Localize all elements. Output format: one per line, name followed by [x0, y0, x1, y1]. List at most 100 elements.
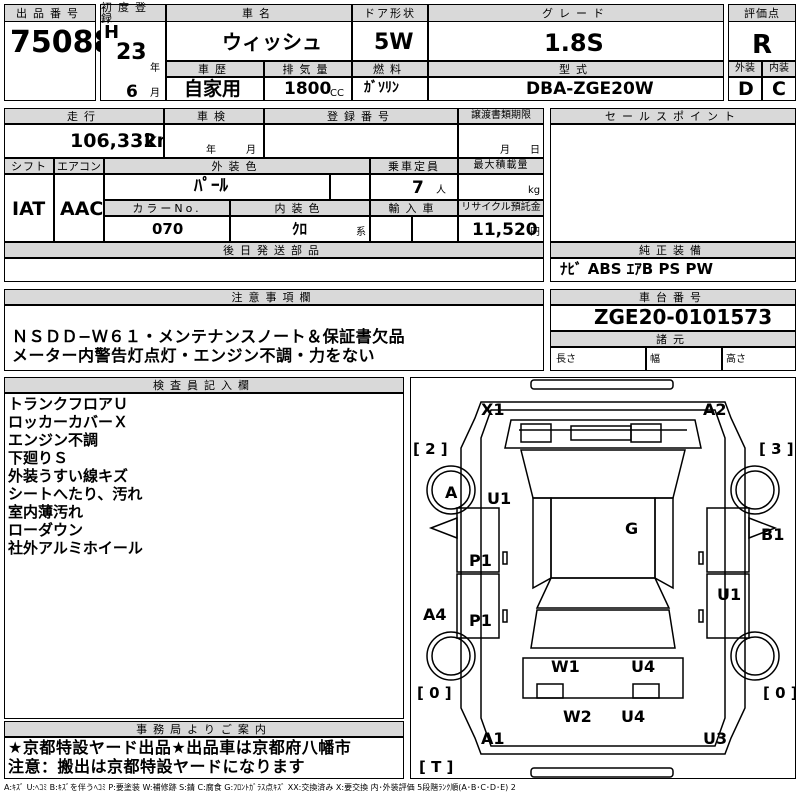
intcolor-cell [230, 216, 370, 242]
capacity-unit: 人 [436, 185, 446, 196]
interior-color: ｸﾛ [292, 220, 308, 238]
first-reg-label: 初度登録 [100, 2, 166, 24]
sales-cell [550, 124, 796, 242]
wheel-icons [426, 465, 780, 681]
mark-u4: U4 [621, 707, 645, 726]
transfer-label: 譲渡書類期限 [458, 108, 544, 124]
int-label: 内装 [762, 61, 796, 77]
mark-u4: U4 [631, 657, 655, 676]
later-parts-label: 後日発送部品 [4, 242, 544, 258]
transfer-month-unit: 月 [500, 145, 510, 156]
door-label: ドア形状 [352, 4, 428, 22]
history-label: 車歴 [166, 61, 264, 77]
import-label: 輸入車 [370, 200, 458, 216]
inspector-item: シートへたり、汚れ [8, 485, 143, 503]
inspect-cell [164, 124, 264, 158]
wid-label: 幅 [650, 354, 660, 365]
office-line-2: 注意：搬出は京都特設ヤードになります [8, 757, 306, 776]
mark-p1: P1 [469, 551, 492, 570]
wid-cell [646, 347, 722, 371]
len-label: 長さ [556, 354, 576, 365]
car-diagram-box: X1 A2 [ 2 ] [ 3 ] A U1 G B1 P1 P1 U1 A4 … [410, 377, 796, 779]
mark-bracket-0: [ 0 ] [417, 684, 452, 702]
int-grade: C [772, 78, 786, 100]
mark-w1: W1 [551, 657, 580, 676]
color-cell-2 [330, 174, 370, 200]
mileage-cell [4, 124, 164, 158]
shift: IAT [12, 198, 46, 220]
colorno-label: カラーNo. [104, 200, 230, 216]
later-parts-cell [4, 258, 544, 282]
lot-label: 出品番号 [4, 4, 96, 22]
year-unit: 年 [150, 63, 160, 74]
caution-label: 注意事項欄 [4, 289, 544, 305]
disp-unit: CC [330, 88, 344, 99]
chassis-number: ZGE20-0101573 [594, 305, 773, 329]
car-name: ウィッシュ [222, 30, 322, 54]
shift-cell [4, 174, 54, 242]
chassis-cell [550, 305, 796, 331]
regno-label: 登録番号 [264, 108, 458, 124]
dims-label: 諸元 [550, 331, 796, 347]
intcolor-label: 内装色 [230, 200, 370, 216]
sales-label: セールスポイント [550, 108, 796, 124]
equip-label: 純正装備 [550, 242, 796, 258]
load-cell [458, 174, 544, 200]
model-label: 型式 [428, 61, 724, 77]
model-cell [428, 77, 724, 101]
inspector-item: 社外アルミホイール [8, 539, 143, 557]
capacity-label: 乗車定員 [370, 158, 458, 174]
mark-bracket-2: [ 2 ] [413, 440, 448, 458]
regno-cell [264, 124, 458, 158]
inspector-item: ローダウン [8, 521, 84, 539]
mark-x1: X1 [481, 400, 504, 419]
inspector-cell [4, 393, 404, 719]
inspector-item: ロッカーカバーＸ [8, 413, 129, 431]
transfer-cell [458, 124, 544, 158]
ext-cell [728, 77, 762, 101]
score-label: 評価点 [728, 4, 796, 22]
recycle-cell [458, 216, 544, 242]
hgt-cell [722, 347, 796, 371]
mark-b1: B1 [761, 525, 784, 544]
equipment: ﾅﾋﾞ ABS ｴｱB PS PW [560, 260, 714, 278]
inspect-year-unit: 年 [206, 145, 216, 156]
score: R [752, 30, 773, 60]
load-label: 最大積載量 [458, 158, 544, 174]
inspector-item: エンジン不調 [8, 431, 99, 449]
shift-label: シフト [4, 158, 54, 174]
recycle-label: リサイクル預託金 [458, 200, 544, 216]
displacement: 1800 [284, 79, 332, 99]
color-cell [104, 174, 330, 200]
disp-cell [264, 77, 352, 101]
inspector-label: 検査員記入欄 [4, 377, 404, 393]
mark-bracket-t: [ T ] [419, 758, 453, 776]
int-cell [762, 77, 796, 101]
ext-grade: D [738, 78, 754, 100]
mark-a2: A2 [703, 400, 727, 419]
colorno-cell [104, 216, 230, 242]
door-type: 5W [374, 30, 414, 55]
fuel-label: 燃料 [352, 61, 428, 77]
mark-bracket-3: [ 3 ] [759, 440, 794, 458]
import-cell-1 [370, 216, 412, 242]
damage-marks: X1 A2 [ 2 ] [ 3 ] A U1 G B1 P1 P1 U1 A4 … [413, 400, 795, 776]
car-outline [428, 379, 778, 778]
caution-line-1: ＮＳＤＤ−Ｗ６１・メンテナンスノート＆保証書欠品 [12, 327, 406, 346]
caution-cell [4, 305, 544, 371]
year-number: 23 [116, 40, 147, 65]
inspector-item: 外装うすい線キズ [8, 467, 129, 485]
mark-w2: W2 [563, 707, 592, 726]
month-unit: 月 [150, 88, 160, 99]
fuel: ｶﾞｿﾘﾝ [364, 80, 399, 96]
mark-u1: U1 [487, 489, 511, 508]
inspect-month-unit: 月 [246, 145, 256, 156]
grade: 1.8S [544, 29, 604, 57]
mileage: 106,332 [70, 130, 157, 152]
car-name-label: 車名 [166, 4, 352, 22]
inspector-item: トランクフロアＵ [8, 395, 129, 413]
equip-cell [550, 258, 796, 282]
history-cell [166, 77, 264, 101]
color-label: 外装色 [104, 158, 370, 174]
hgt-label: 高さ [726, 354, 746, 365]
